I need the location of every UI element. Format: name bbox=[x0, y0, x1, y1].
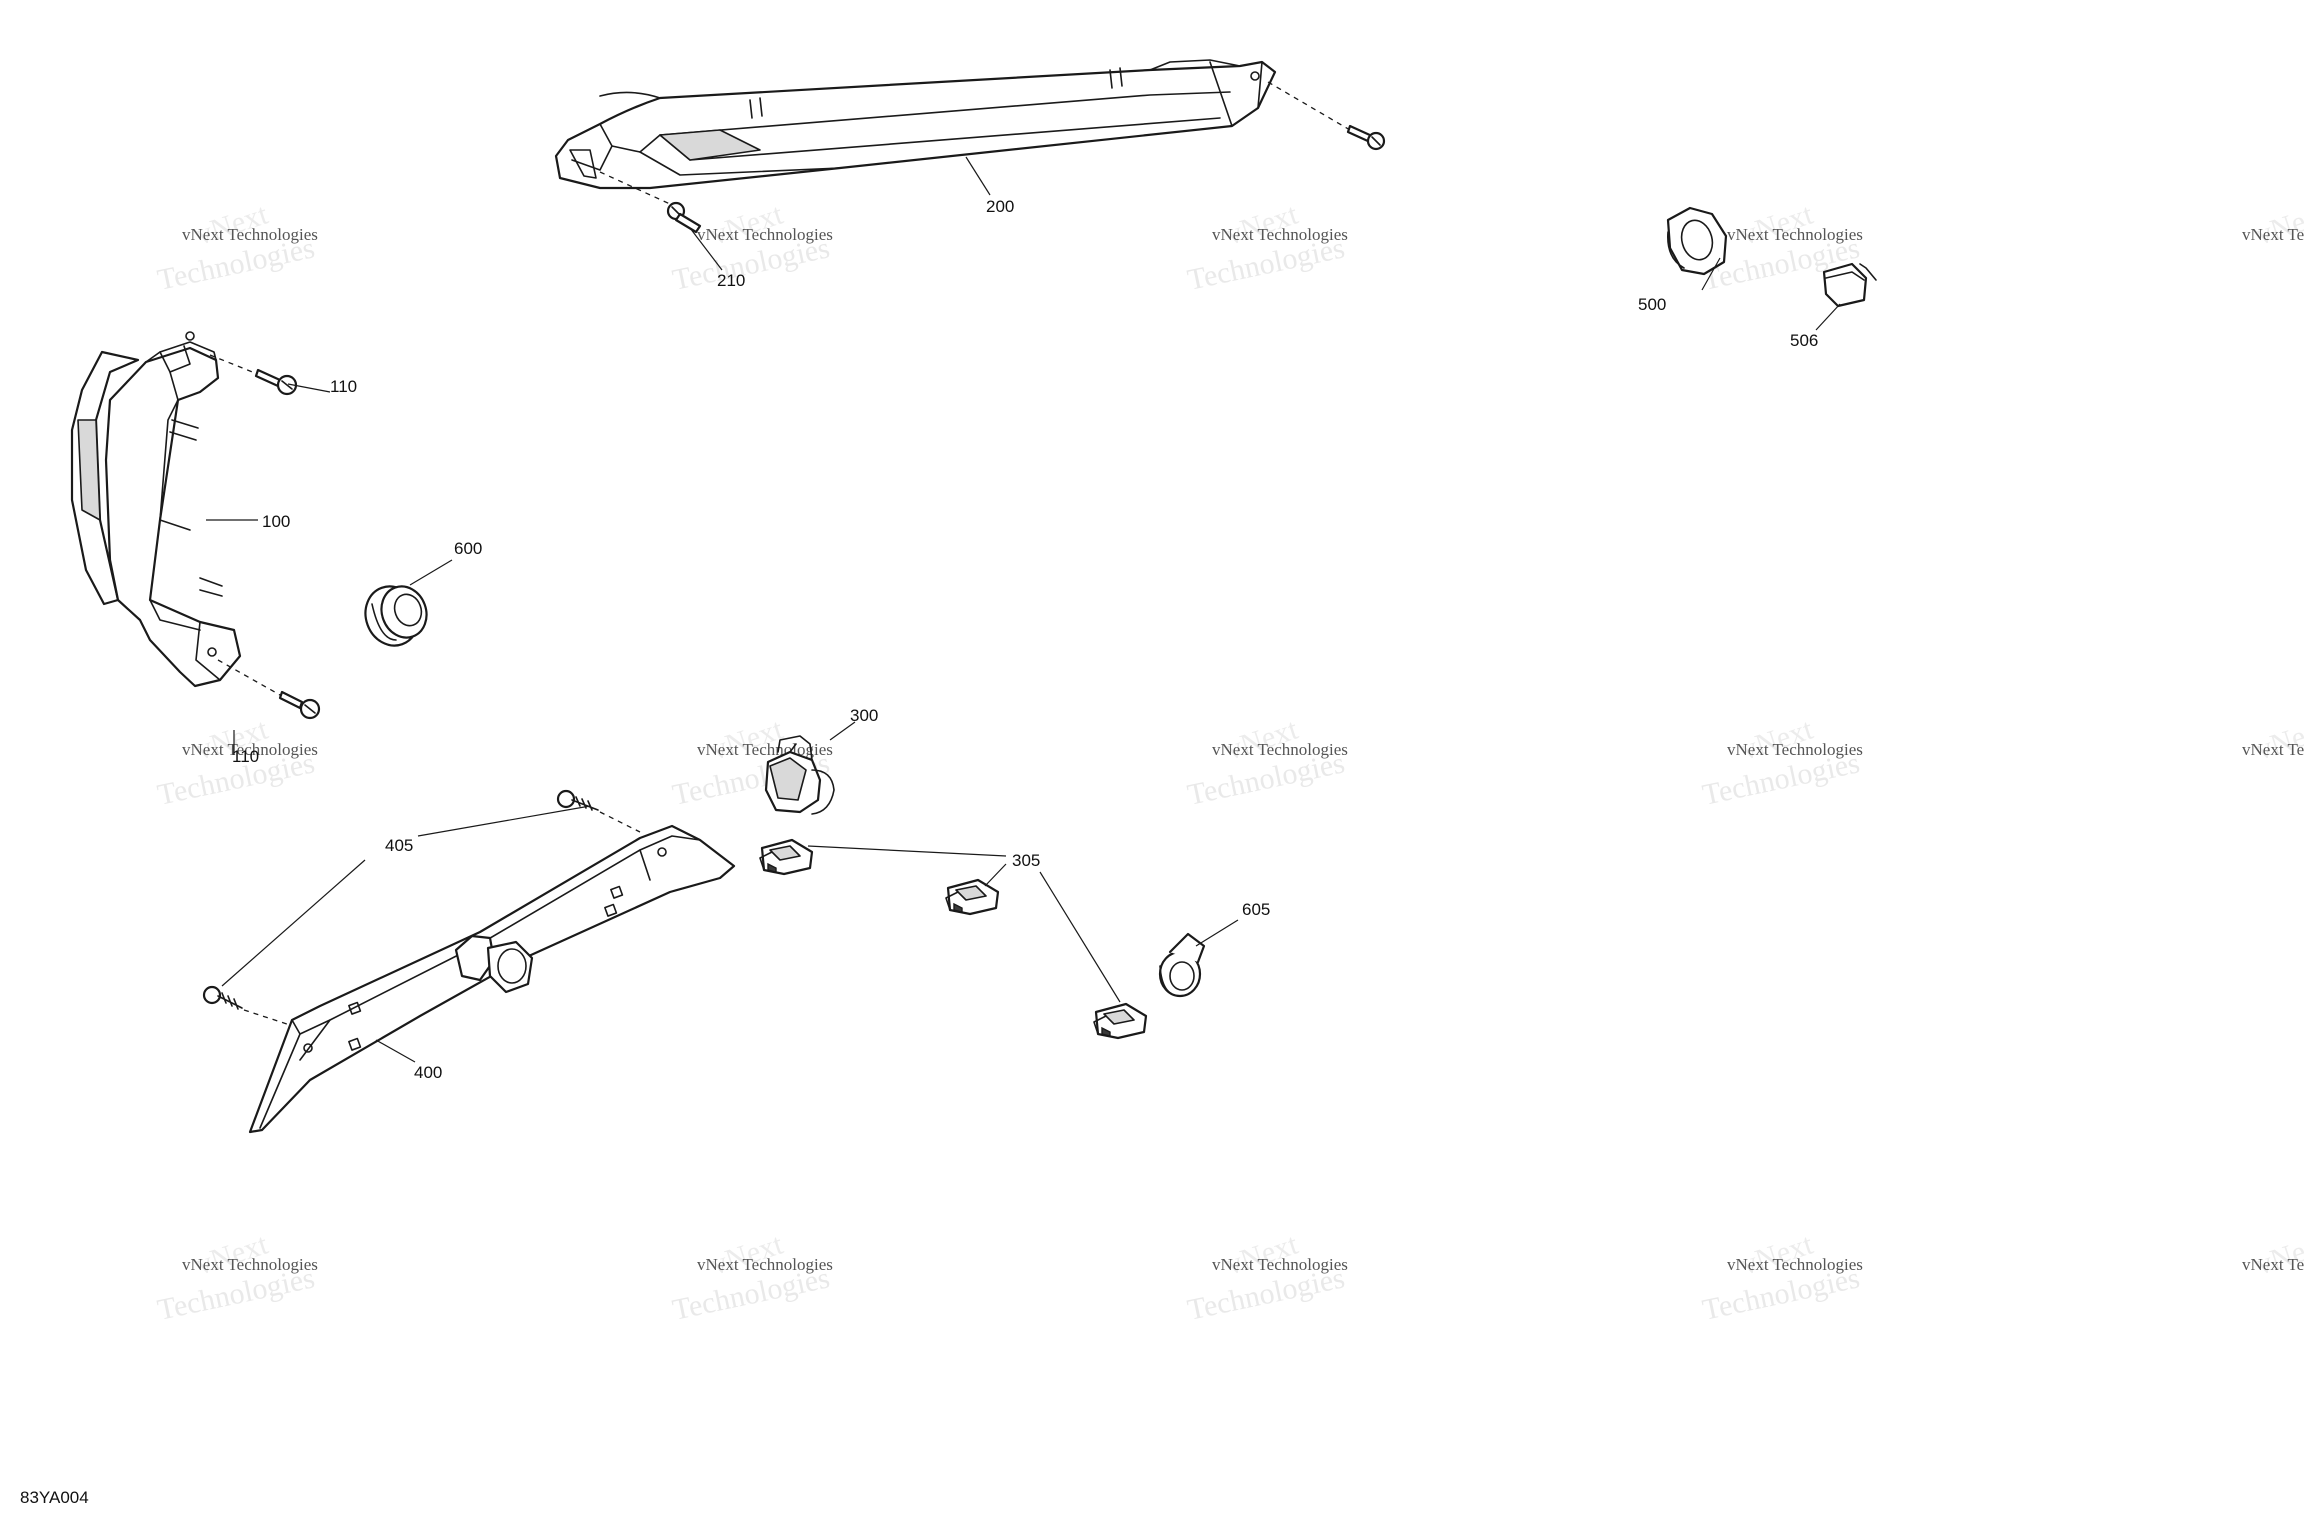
part-305-clip bbox=[945, 878, 1000, 916]
svg-text:vNext Technologies: vNext Technologies bbox=[1212, 225, 1348, 244]
svg-text:vNext Technologies: vNext Technologies bbox=[2242, 225, 2304, 244]
svg-text:vNext Technologies: vNext Technologies bbox=[1727, 740, 1863, 759]
part-100-side-trim bbox=[70, 331, 242, 688]
part-305-clip bbox=[759, 838, 814, 876]
callout-300: 300 bbox=[850, 706, 878, 725]
watermark: vNext vNext Technologies bbox=[2242, 197, 2304, 251]
screw-icon bbox=[209, 354, 298, 396]
part-305-clip bbox=[1093, 1002, 1148, 1040]
watermark: vNext Technologies vNext Technologies bbox=[1185, 197, 1348, 296]
svg-text:vNext Technologies: vNext Technologies bbox=[182, 225, 318, 244]
watermark: vNext Technologies vNext Technologies bbox=[670, 1227, 833, 1326]
drawing-code: 83YA004 bbox=[20, 1488, 89, 1507]
svg-text:vNext Technologies: vNext Technologies bbox=[182, 1255, 318, 1274]
callout-506: 506 bbox=[1790, 331, 1818, 350]
callout-100: 100 bbox=[262, 512, 290, 531]
svg-text:vNext Technologies: vNext Technologies bbox=[2242, 1255, 2304, 1274]
svg-text:vNext Technologies: vNext Technologies bbox=[1727, 1255, 1863, 1274]
watermark: vNext Technologies vNext Technologies bbox=[1700, 1227, 1863, 1326]
callout-600: 600 bbox=[454, 539, 482, 558]
svg-text:vNext Technologies: vNext Technologies bbox=[697, 1255, 833, 1274]
screw-icon bbox=[202, 985, 291, 1026]
callout-305: 305 bbox=[1012, 851, 1040, 870]
screw-icon bbox=[599, 171, 702, 234]
watermark: vNext Technologies vNext Technologies bbox=[670, 197, 833, 296]
part-600-grommet bbox=[364, 585, 428, 647]
screw-icon bbox=[556, 789, 641, 833]
callout-500: 500 bbox=[1638, 295, 1666, 314]
callout-210: 210 bbox=[717, 271, 745, 290]
part-605-clamp bbox=[1158, 932, 1206, 998]
callout-200: 200 bbox=[986, 197, 1014, 216]
callout-labels: 200 210 110 100 600 110 300 305 605 405 … bbox=[232, 197, 1818, 1082]
watermark: vNext Technologies vNext Technologies bbox=[1700, 712, 1863, 811]
svg-text:vNext Technologies: vNext Technologies bbox=[1727, 225, 1863, 244]
watermark: vNext Technologies vNext Technologies bbox=[1185, 712, 1348, 811]
part-400-lower-trim bbox=[248, 824, 736, 1134]
svg-text:vNext Technologies: vNext Technologies bbox=[1212, 1255, 1348, 1274]
svg-text:vNext Technologies: vNext Technologies bbox=[2242, 740, 2304, 759]
screw-icon bbox=[1267, 81, 1386, 151]
part-300-connector bbox=[764, 735, 835, 815]
watermark: vNext Technologies vNext Technologies bbox=[155, 1227, 318, 1326]
part-500-housing bbox=[1666, 206, 1728, 276]
watermark: vNext Technologies vNext Technologies bbox=[155, 197, 318, 296]
part-506-terminal bbox=[1822, 262, 1877, 308]
callout-605: 605 bbox=[1242, 900, 1270, 919]
leader-lines bbox=[206, 156, 1841, 1063]
svg-text:vNext Technologies: vNext Technologies bbox=[182, 740, 318, 759]
callout-400: 400 bbox=[414, 1063, 442, 1082]
watermark: vNext vNext Technologies bbox=[2242, 712, 2304, 766]
svg-text:vNext Technologies: vNext Technologies bbox=[1212, 740, 1348, 759]
callout-405: 405 bbox=[385, 836, 413, 855]
callout-110-top: 110 bbox=[330, 377, 357, 396]
svg-text:vNext Technologies: vNext Technologies bbox=[697, 740, 833, 759]
screw-icon bbox=[217, 659, 321, 720]
watermark: vNext vNext Technologies bbox=[2242, 1227, 2304, 1281]
part-200-trim-panel bbox=[554, 59, 1277, 190]
watermark: vNext Technologies vNext Technologies bbox=[1185, 1227, 1348, 1326]
svg-text:vNext Technologies: vNext Technologies bbox=[697, 225, 833, 244]
watermark-layer: vNext Technologies vNext Technologies vN… bbox=[155, 197, 2304, 1326]
callout-110-bottom: 110 bbox=[232, 747, 259, 766]
